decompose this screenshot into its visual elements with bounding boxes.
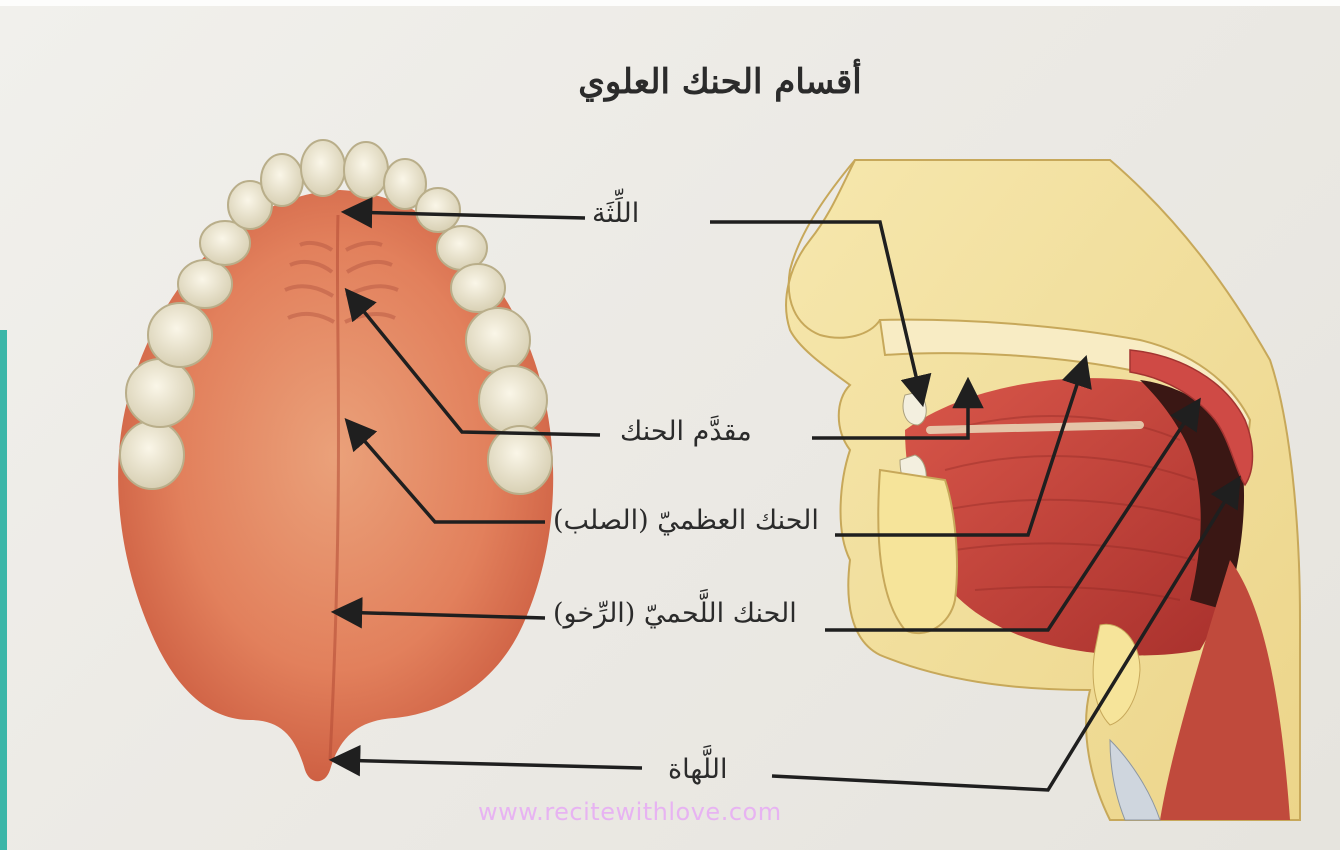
label-uvula: اللَّهاة [668,754,727,785]
label-hard-palate: الحنك العظميّ (الصلب) [553,505,819,536]
label-soft-palate: الحنك اللَّحميّ (الرِّخو) [553,598,797,629]
label-gums: اللِّثَة [592,198,639,229]
watermark-text: www.recitewithlove.com [478,798,782,826]
label-front-palate: مقدَّم الحنك [620,416,752,447]
palate-top-view [118,140,553,781]
diagram-title: أقسام الحنك العلوي [540,62,900,102]
arrow-uvula-left [334,760,642,768]
